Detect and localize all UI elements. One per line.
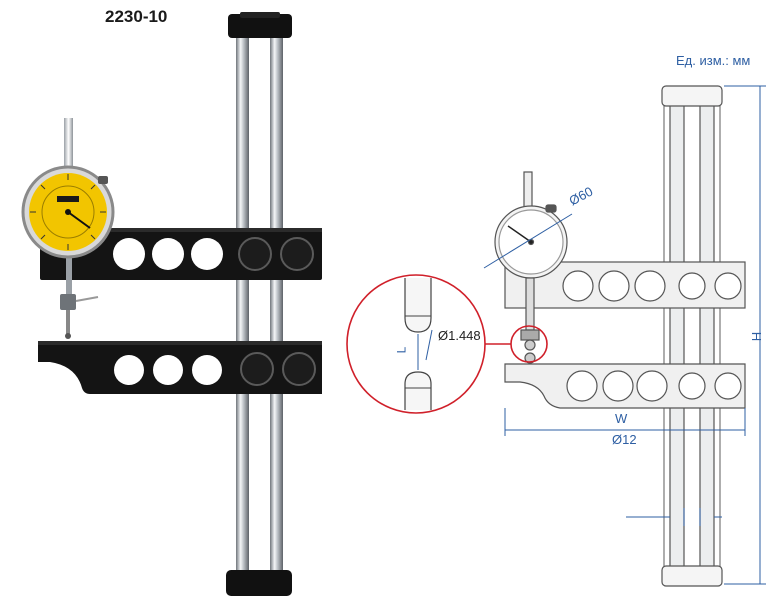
contact-point [60,294,76,310]
height-label: H [749,331,765,342]
contact-diameter-label: Ø1.448 [438,328,481,343]
column-rod [236,32,249,580]
gap-label: L [394,346,409,354]
detail-magnifier [346,274,486,414]
dial-indicator-icon [21,165,115,259]
top-end-cap [228,14,292,38]
top-end-cap [661,85,723,107]
technical-drawing [494,85,746,587]
bottom-end-cap [226,570,292,596]
detail-callout [346,274,548,414]
units-label: Ед. изм.: мм [676,53,751,68]
model-number: 2230-10 [105,7,168,26]
dial-stem [64,118,73,174]
gauge-photo [21,12,322,596]
column-rod [270,32,283,580]
dimension-lines [483,85,766,585]
column-rod [669,103,685,575]
bottom-end-cap [661,565,723,587]
column-rod [699,103,715,575]
column-diameter-label: Ø12 [612,432,637,447]
width-label: W [615,411,628,426]
